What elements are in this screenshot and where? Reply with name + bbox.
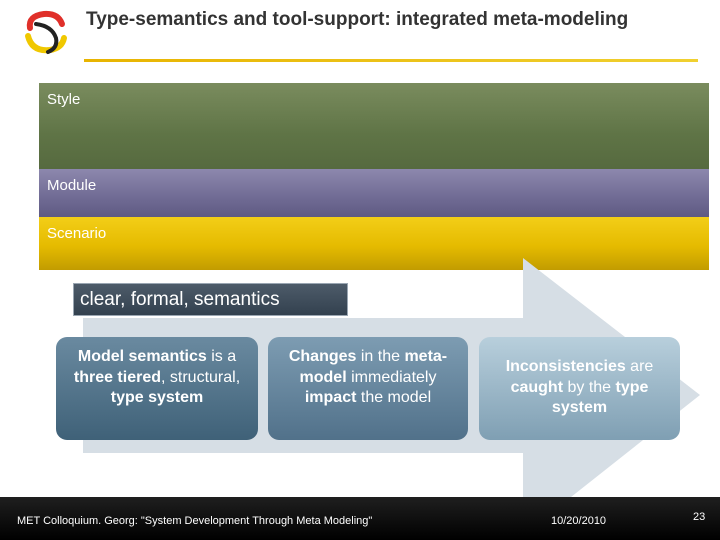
slide-title: Type-semantics and tool-support: integra… bbox=[86, 9, 629, 30]
footer-date: 10/20/2010 bbox=[551, 515, 607, 527]
page-number: 23 bbox=[693, 511, 706, 523]
style-band: Style bbox=[39, 83, 709, 169]
scenario-band-label: Scenario bbox=[47, 225, 107, 242]
module-band: Module bbox=[39, 169, 709, 217]
footer-bar: MET Colloquium. Georg: "System Developme… bbox=[0, 497, 720, 540]
content-box-inconsistencies: Inconsistencies are caught by the type s… bbox=[479, 337, 680, 440]
title-underline bbox=[84, 59, 698, 62]
footer-text: MET Colloquium. Georg: "System Developme… bbox=[17, 515, 373, 527]
module-band-label: Module bbox=[47, 177, 97, 194]
logo-icon bbox=[25, 10, 67, 54]
content-box-model-semantics: Model semantics is a three tiered, struc… bbox=[56, 337, 258, 440]
style-band-label: Style bbox=[47, 91, 81, 108]
content-box-changes: Changes in the meta-model immediately im… bbox=[268, 337, 468, 440]
scenario-band: Scenario bbox=[39, 217, 709, 270]
arrow-label: clear, formal, semantics bbox=[73, 283, 348, 316]
